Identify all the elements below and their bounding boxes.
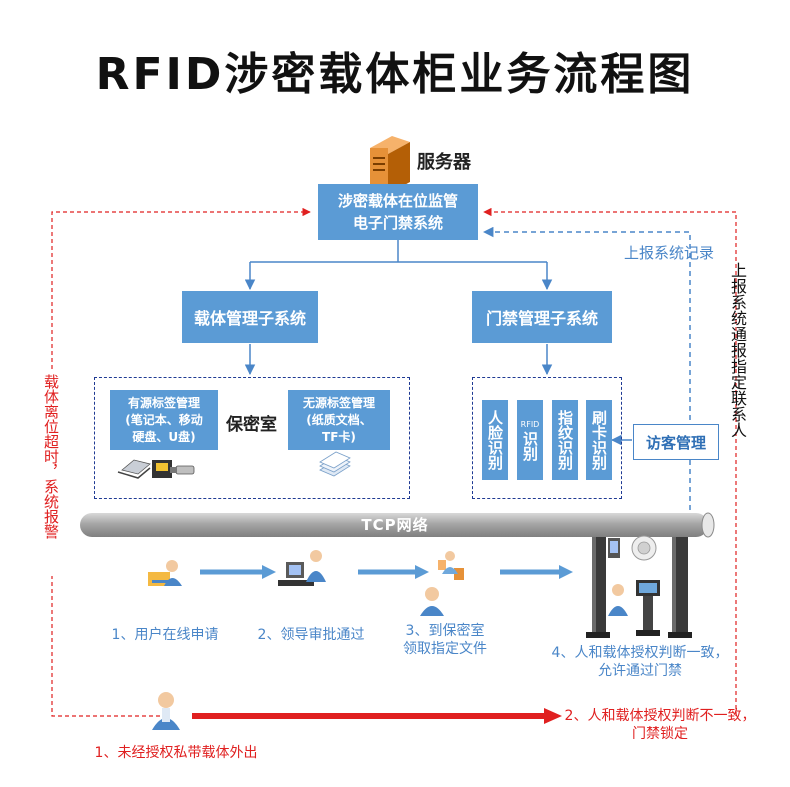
monitor-system-box: 涉密载体在位监管 电子门禁系统: [318, 184, 478, 240]
secure-room-label: 保密室: [226, 415, 277, 435]
kiosk-terminal-icon: [636, 580, 660, 636]
report-contact-label: 上报系统通报指定联系人: [728, 262, 747, 438]
flow-arrow-1: [200, 565, 276, 579]
rfid-gate-icon: [586, 537, 692, 638]
leader-computer-icon: [278, 550, 326, 586]
laptop-icon: [117, 459, 151, 479]
face-recognition-label: 人脸识别: [486, 410, 504, 470]
page-title: RFID涉密载体柜业务流程图: [95, 49, 695, 100]
secure-room-frame: [94, 377, 410, 499]
alarm-label: 载体离位超时，系统报警: [42, 372, 60, 576]
monitor-line-1: 涉密载体在位监管: [337, 192, 458, 210]
report-record-line: [482, 226, 691, 510]
server-label: 服务器: [417, 152, 471, 173]
camera-dome-icon: [631, 535, 657, 561]
server-icon: [370, 136, 410, 194]
exception-1-label: 1、未经授权私带载体外出: [94, 745, 258, 761]
rfid-small-label: RFID: [520, 420, 540, 429]
document-stack-icon: [319, 451, 351, 477]
usb-drive-icon: [170, 465, 195, 475]
unauthorized-person-icon: [152, 692, 180, 730]
fingerprint-recognition-label: 指纹识别: [556, 410, 574, 470]
monitor-line-2: 电子门禁系统: [352, 214, 443, 232]
gate-person-icon: [608, 584, 628, 616]
staff-collect-icon: [420, 551, 464, 616]
rfid-recognition-label: 识别: [521, 431, 539, 461]
card-recognition-box: 刷卡识别: [586, 400, 612, 480]
exception-2-label: 2、人和载体授权判断不一致， 门禁锁定: [564, 708, 756, 742]
tcp-network-label: TCP网络: [361, 516, 429, 534]
flow-arrow-3: [500, 565, 573, 579]
card-recognition-label: 刷卡识别: [590, 410, 608, 470]
recognition-frame: [472, 377, 622, 499]
fingerprint-recognition-box: 指纹识别: [552, 400, 578, 480]
report-record-label: 上报系统记录: [624, 244, 715, 262]
flow-arrow-2: [358, 565, 429, 579]
step-4-label: 4、人和载体授权判断一致， 允许通过门禁: [551, 645, 729, 679]
face-recognition-box: 人脸识别: [482, 400, 508, 480]
user-computer-icon: [148, 560, 182, 586]
passive-tag-box: 无源标签管理 (纸质文档、 TF卡): [288, 390, 390, 450]
step-2-label: 2、领导审批通过: [257, 627, 365, 643]
report-contact-line: [483, 207, 737, 716]
hard-disk-icon: [152, 460, 172, 478]
active-tag-box: 有源标签管理 (笔记本、移动 硬盘、U盘): [110, 390, 218, 450]
step-1-label: 1、用户在线申请: [111, 627, 219, 643]
exception-arrow: [192, 708, 562, 724]
access-mgmt-box: 门禁管理子系统: [472, 291, 612, 343]
tcp-network-pipe: [80, 512, 715, 538]
rfid-recognition-box: RFID 识别: [517, 400, 543, 480]
tree-connector: [244, 240, 553, 291]
carrier-mgmt-box: 载体管理子系统: [182, 291, 318, 343]
visitor-mgmt-box: 访客管理: [633, 424, 719, 460]
step-3-label: 3、到保密室 领取指定文件: [403, 623, 487, 657]
